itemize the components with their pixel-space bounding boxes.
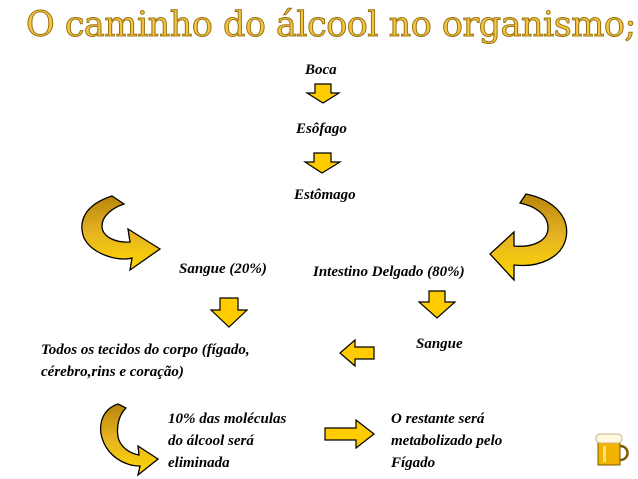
node-esofago: Esôfago	[296, 121, 347, 137]
node-eliminada: 10% das moléculas do álcool será elimina…	[168, 411, 287, 471]
arrow-down-boca-esofago	[304, 83, 342, 104]
node-estomago: Estômago	[294, 187, 356, 203]
curved-arrow-right	[489, 193, 568, 282]
curved-arrow-left	[81, 195, 162, 272]
arrow-left-sangue-tecidos	[339, 338, 375, 368]
beer-mug-icon	[595, 433, 629, 466]
node-sangue: Sangue	[416, 336, 463, 352]
arrow-down-esofago-estomago	[302, 152, 343, 174]
arrow-down-sangue20-tecidos	[209, 297, 249, 328]
node-intestino-delgado: Intestino Delgado (80%)	[313, 264, 465, 280]
node-tecidos: Todos os tecidos do corpo (fígado, céreb…	[41, 342, 250, 380]
node-sangue-20: Sangue (20%)	[179, 261, 267, 277]
curved-arrow-bottom-left	[100, 403, 160, 477]
node-restante: O restante será metabolizado pelo Fígado	[391, 411, 503, 471]
arrow-right-eliminada-restante	[324, 418, 375, 450]
node-boca: Boca	[305, 62, 337, 78]
arrow-down-intestino-sangue	[417, 290, 457, 319]
slide-title: O caminho do álcool no organismo;	[26, 5, 637, 46]
